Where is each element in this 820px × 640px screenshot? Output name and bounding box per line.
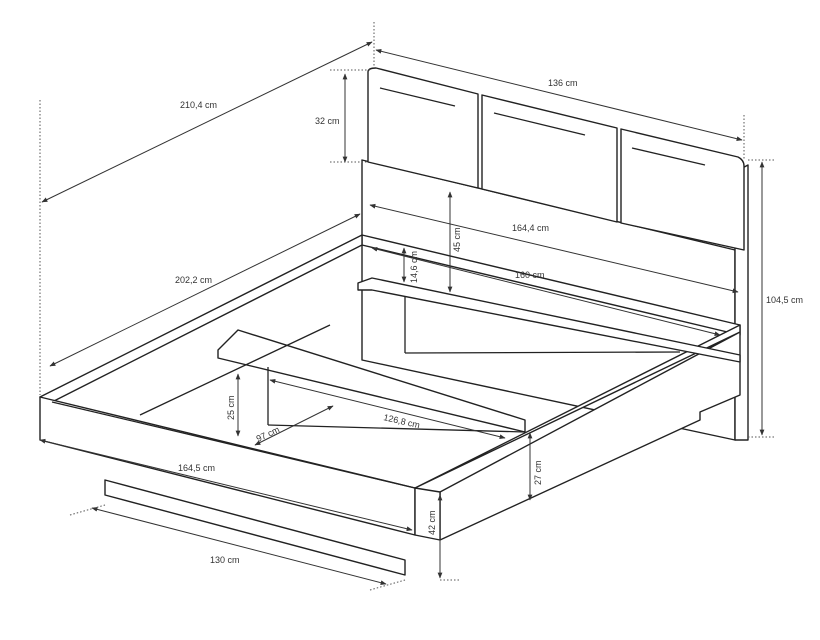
label-frame-side-height: 27 cm — [533, 460, 543, 485]
label-frame-height: 42 cm — [427, 510, 437, 535]
label-headboard-panel-width: 164,4 cm — [512, 223, 549, 233]
label-storage-length: 97 cm — [255, 424, 281, 443]
label-frame-length: 202,2 cm — [175, 275, 212, 285]
label-storage-depth: 25 cm — [226, 395, 236, 420]
label-mattress-width: 160 cm — [515, 270, 545, 280]
label-base-width: 130 cm — [210, 555, 240, 565]
dimension-lines — [39, 41, 765, 585]
label-cushion-height: 32 cm — [315, 116, 340, 126]
label-headboard-panel-height: 45 cm — [452, 227, 462, 252]
label-frame-width: 164,5 cm — [178, 463, 215, 473]
label-total-height: 104,5 cm — [766, 295, 803, 305]
label-storage-width: 126,8 cm — [383, 412, 421, 430]
label-rail-offset: 14,6 cm — [409, 251, 419, 283]
label-total-length: 210,4 cm — [180, 100, 217, 110]
label-headboard-width: 136 cm — [548, 78, 578, 88]
